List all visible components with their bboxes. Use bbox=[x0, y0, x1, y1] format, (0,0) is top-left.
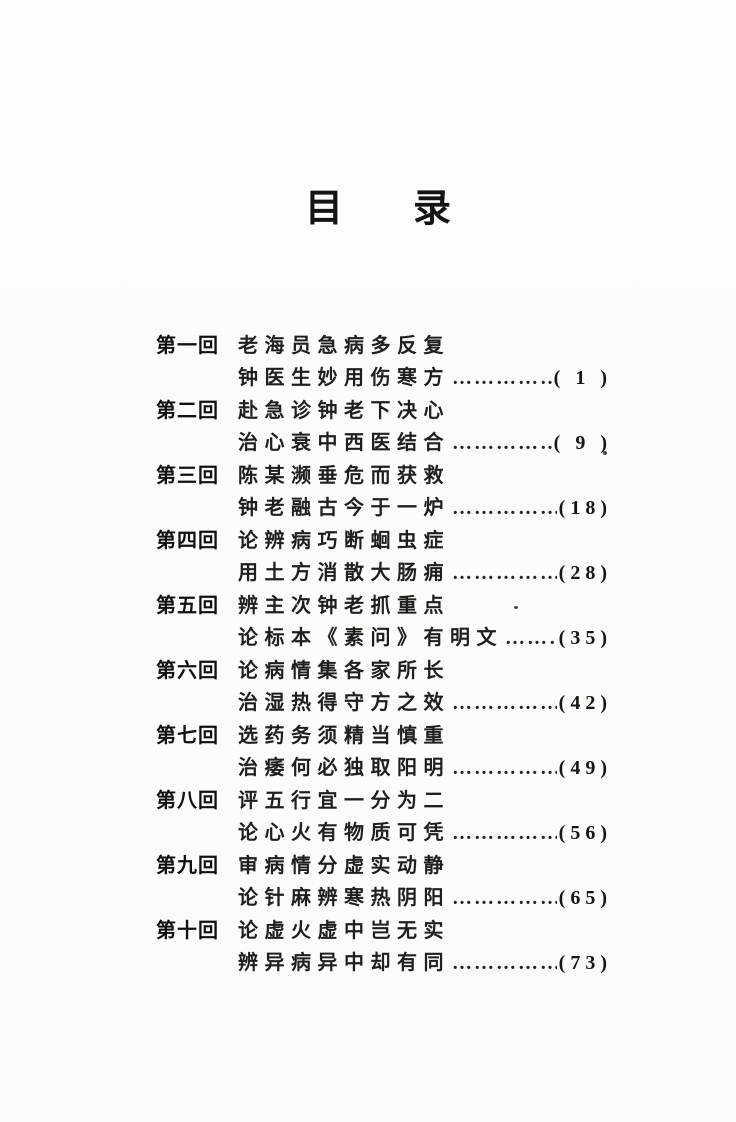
toc-entry-row: 治心衰中西医结合 ……………………………………………… ( 9 ) bbox=[156, 427, 612, 459]
chapter-title-line2: 论针麻辨寒热阴阳 bbox=[238, 887, 450, 909]
dot-leader: ……………………………………………… bbox=[452, 562, 557, 584]
toc-entry: 第四回 论辨病巧断蛔虫症 用土方消散大肠痈 ………………………………………………… bbox=[156, 525, 612, 589]
chapter-title-line2: 治心衰中西医结合 bbox=[238, 432, 450, 454]
chapter-title-line2: 钟老融古今于一炉 bbox=[238, 497, 450, 519]
chapter-title-line1: 论辨病巧断蛔虫症 bbox=[238, 530, 450, 552]
page-number: (28) bbox=[558, 562, 612, 584]
scan-speck bbox=[603, 451, 607, 455]
dot-leader: ……………………………………………… bbox=[452, 822, 557, 844]
toc-entry-row: 第一回 老海员急病多反复 bbox=[156, 330, 612, 362]
toc-entry: 第十回 论虚火虚中岂无实 辨异病异中却有同 ………………………………………………… bbox=[156, 915, 612, 979]
chapter-title-line1: 陈某濒垂危而获救 bbox=[238, 465, 450, 487]
toc-entry-row: 论标本《素问》有明文 ……………………………………………… (35) bbox=[156, 622, 612, 654]
toc-entry: 第六回 论病情集各家所长 治湿热得守方之效 ………………………………………………… bbox=[156, 655, 612, 719]
toc-entry-row: 治痿何必独取阳明 ……………………………………………… (49) bbox=[156, 752, 612, 784]
toc-entry-row: 钟老融古今于一炉 ……………………………………………… (18) bbox=[156, 492, 612, 524]
page-number: (65) bbox=[558, 887, 612, 909]
title-line2-wrap: 辨异病异中却有同 ……………………………………………… (73) bbox=[238, 947, 612, 979]
toc-entry-row: 辨异病异中却有同 ……………………………………………… (73) bbox=[156, 947, 612, 979]
toc-entry: 第五回 辨主次钟老抓重点 论标本《素问》有明文 …………………………………………… bbox=[156, 590, 612, 654]
title-line2-wrap: 论针麻辨寒热阴阳 ……………………………………………… (65) bbox=[238, 882, 612, 914]
dot-leader: ……………………………………………… bbox=[452, 887, 557, 909]
chapter-title-line2: 治痿何必独取阳明 bbox=[238, 757, 450, 779]
toc-list: 第一回 老海员急病多反复 钟医生妙用伤寒方 ………………………………………………… bbox=[156, 330, 612, 980]
chapter-title-line1: 辨主次钟老抓重点 bbox=[238, 595, 450, 617]
toc-entry: 第二回 赴急诊钟老下决心 治心衰中西医结合 ………………………………………………… bbox=[156, 395, 612, 459]
dot-leader: ……………………………………………… bbox=[452, 367, 552, 389]
chapter-title-line2: 论心火有物质可凭 bbox=[238, 822, 450, 844]
chapter-title-line2: 辨异病异中却有同 bbox=[238, 952, 450, 974]
title-line2-wrap: 治湿热得守方之效 ……………………………………………… (42) bbox=[238, 687, 612, 719]
toc-entry-row: 第五回 辨主次钟老抓重点 bbox=[156, 590, 612, 622]
chapter-label: 第七回 bbox=[156, 725, 219, 747]
toc-entry-row: 钟医生妙用伤寒方 ……………………………………………… ( 1 ) bbox=[156, 362, 612, 394]
chapter-title-line1: 论虚火虚中岂无实 bbox=[238, 920, 450, 942]
title-line2-wrap: 钟老融古今于一炉 ……………………………………………… (18) bbox=[238, 492, 612, 524]
chapter-label: 第一回 bbox=[156, 335, 219, 357]
toc-entry-row: 第六回 论病情集各家所长 bbox=[156, 655, 612, 687]
chapter-label: 第八回 bbox=[156, 790, 219, 812]
toc-entry: 第九回 审病情分虚实动静 论针麻辨寒热阴阳 ………………………………………………… bbox=[156, 850, 612, 914]
toc-entry: 第八回 评五行宜一分为二 论心火有物质可凭 ………………………………………………… bbox=[156, 785, 612, 849]
dot-leader: ……………………………………………… bbox=[452, 692, 557, 714]
title-line2-wrap: 论标本《素问》有明文 ……………………………………………… (35) bbox=[238, 622, 612, 654]
chapter-title-line1: 论病情集各家所长 bbox=[238, 660, 450, 682]
title-line2-wrap: 治心衰中西医结合 ……………………………………………… ( 9 ) bbox=[238, 427, 612, 459]
page-number: ( 9 ) bbox=[553, 432, 612, 454]
title-line2-wrap: 用土方消散大肠痈 ……………………………………………… (28) bbox=[238, 557, 612, 589]
toc-entry-row: 治湿热得守方之效 ……………………………………………… (42) bbox=[156, 687, 612, 719]
page-number: (49) bbox=[558, 757, 612, 779]
toc-entry-row: 第三回 陈某濒垂危而获救 bbox=[156, 460, 612, 492]
toc-entry-row: 论心火有物质可凭 ……………………………………………… (56) bbox=[156, 817, 612, 849]
toc-entry-row: 第四回 论辨病巧断蛔虫症 bbox=[156, 525, 612, 557]
chapter-title-line1: 选药务须精当慎重 bbox=[238, 725, 450, 747]
chapter-title-line1: 老海员急病多反复 bbox=[238, 335, 450, 357]
scan-speck bbox=[514, 606, 518, 609]
page-title: 目 录 bbox=[304, 188, 467, 230]
title-line2-wrap: 论心火有物质可凭 ……………………………………………… (56) bbox=[238, 817, 612, 849]
chapter-title-line1: 审病情分虚实动静 bbox=[238, 855, 450, 877]
page-number: (56) bbox=[558, 822, 612, 844]
chapter-label: 第九回 bbox=[156, 855, 219, 877]
chapter-label: 第十回 bbox=[156, 920, 219, 942]
page-number: ( 1 ) bbox=[553, 367, 612, 389]
page-number: (18) bbox=[558, 497, 612, 519]
chapter-label: 第三回 bbox=[156, 465, 219, 487]
title-line2-wrap: 治痿何必独取阳明 ……………………………………………… (49) bbox=[238, 752, 612, 784]
toc-entry: 第一回 老海员急病多反复 钟医生妙用伤寒方 ………………………………………………… bbox=[156, 330, 612, 394]
toc-entry-row: 第七回 选药务须精当慎重 bbox=[156, 720, 612, 752]
toc-entry-row: 论针麻辨寒热阴阳 ……………………………………………… (65) bbox=[156, 882, 612, 914]
chapter-title-line2: 钟医生妙用伤寒方 bbox=[238, 367, 450, 389]
toc-entry-row: 用土方消散大肠痈 ……………………………………………… (28) bbox=[156, 557, 612, 589]
toc-entry: 第七回 选药务须精当慎重 治痿何必独取阳明 ………………………………………………… bbox=[156, 720, 612, 784]
chapter-title-line1: 评五行宜一分为二 bbox=[238, 790, 450, 812]
dot-leader: ……………………………………………… bbox=[505, 627, 557, 649]
dot-leader: ……………………………………………… bbox=[452, 432, 552, 454]
toc-entry-row: 第八回 评五行宜一分为二 bbox=[156, 785, 612, 817]
chapter-label: 第四回 bbox=[156, 530, 219, 552]
toc-entry-row: 第十回 论虚火虚中岂无实 bbox=[156, 915, 612, 947]
chapter-label: 第五回 bbox=[156, 595, 219, 617]
chapter-label: 第六回 bbox=[156, 660, 219, 682]
dot-leader: ……………………………………………… bbox=[452, 757, 557, 779]
page-number: (42) bbox=[558, 692, 612, 714]
page-number: (35) bbox=[558, 627, 612, 649]
page-number: (73) bbox=[558, 952, 612, 974]
chapter-title-line2: 用土方消散大肠痈 bbox=[238, 562, 450, 584]
dot-leader: ……………………………………………… bbox=[452, 952, 557, 974]
title-line2-wrap: 钟医生妙用伤寒方 ……………………………………………… ( 1 ) bbox=[238, 362, 612, 394]
chapter-label: 第二回 bbox=[156, 400, 219, 422]
chapter-title-line2: 论标本《素问》有明文 bbox=[238, 627, 503, 649]
toc-entry-row: 第九回 审病情分虚实动静 bbox=[156, 850, 612, 882]
dot-leader: ……………………………………………… bbox=[452, 497, 557, 519]
chapter-title-line2: 治湿热得守方之效 bbox=[238, 692, 450, 714]
toc-entry-row: 第二回 赴急诊钟老下决心 bbox=[156, 395, 612, 427]
chapter-title-line1: 赴急诊钟老下决心 bbox=[238, 400, 450, 422]
toc-entry: 第三回 陈某濒垂危而获救 钟老融古今于一炉 ………………………………………………… bbox=[156, 460, 612, 524]
